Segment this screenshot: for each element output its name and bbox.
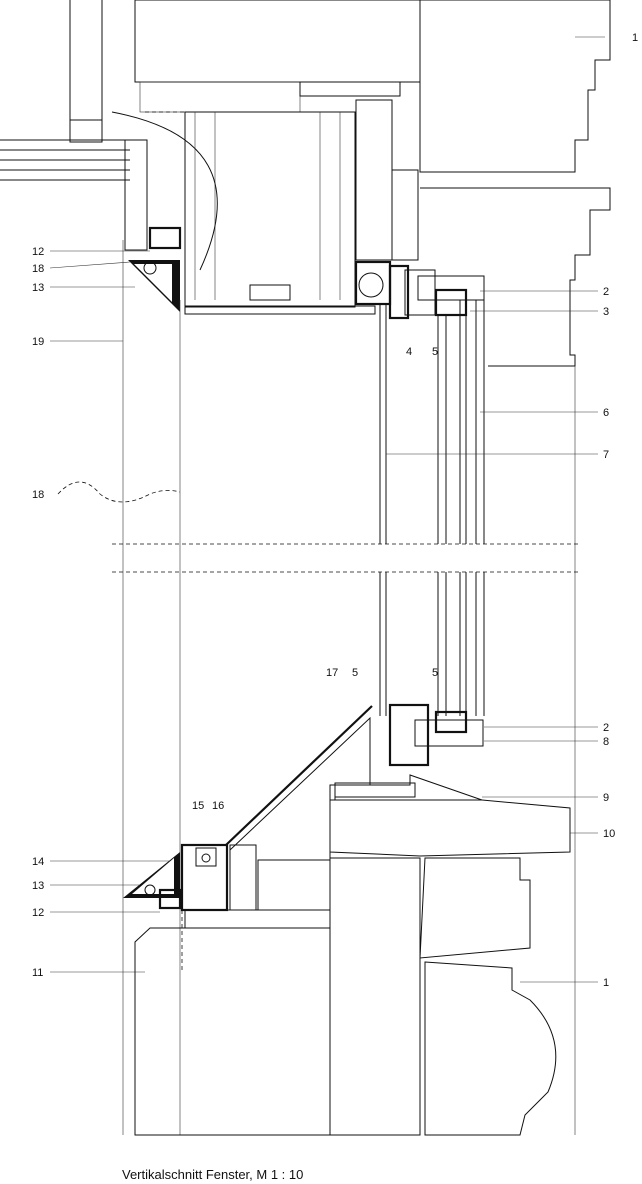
label-8: 8 xyxy=(603,736,609,748)
label-1-top: 1 xyxy=(632,32,638,44)
airflow-arrow xyxy=(57,481,181,503)
window-head-frame xyxy=(354,260,485,544)
label-1-bottom: 1 xyxy=(603,977,609,989)
blind-box xyxy=(111,111,376,315)
label-14: 14 xyxy=(32,856,44,868)
label-10: 10 xyxy=(603,828,615,840)
window-sill-frame xyxy=(334,703,484,801)
drawing-caption: Vertikalschnitt Fenster, M 1 : 10 xyxy=(122,1167,304,1182)
glazing-lower xyxy=(379,572,485,716)
outer-blind-rail-upper xyxy=(0,0,182,312)
label-5-right: 5 xyxy=(432,667,438,679)
facade-profile-upper xyxy=(420,187,611,367)
label-2-bottom: 2 xyxy=(603,722,609,734)
label-16: 16 xyxy=(212,800,224,812)
vertical-insulation xyxy=(355,99,419,261)
label-18-mid: 18 xyxy=(32,489,44,501)
label-5-top: 5 xyxy=(432,346,438,358)
lintel-insulation xyxy=(139,81,401,250)
label-12-top: 12 xyxy=(32,246,44,258)
label-5-mid: 5 xyxy=(352,667,358,679)
label-11: 11 xyxy=(32,967,43,979)
leader-lines xyxy=(49,36,605,983)
label-18-top: 18 xyxy=(32,263,44,275)
label-4: 4 xyxy=(406,346,412,358)
label-6: 6 xyxy=(603,407,609,419)
label-9: 9 xyxy=(603,792,609,804)
label-15: 15 xyxy=(192,800,204,812)
label-12-bottom: 12 xyxy=(32,907,44,919)
lower-masonry xyxy=(134,857,557,1136)
blind-box-lower xyxy=(123,843,229,972)
label-13-top: 13 xyxy=(32,282,44,294)
stone-sill xyxy=(329,799,571,857)
label-7: 7 xyxy=(603,449,609,461)
label-2-top: 2 xyxy=(603,286,609,298)
reference-lines xyxy=(112,240,580,1135)
label-13-bottom: 13 xyxy=(32,880,44,892)
lintel-masonry xyxy=(134,0,611,173)
label-19: 19 xyxy=(32,336,44,348)
sloped-insulation xyxy=(225,705,373,911)
label-3: 3 xyxy=(603,306,609,318)
label-17: 17 xyxy=(326,667,338,679)
callout-labels: 1 2 3 4 5 6 7 12 18 13 19 18 17 5 5 2 8 … xyxy=(32,32,638,989)
